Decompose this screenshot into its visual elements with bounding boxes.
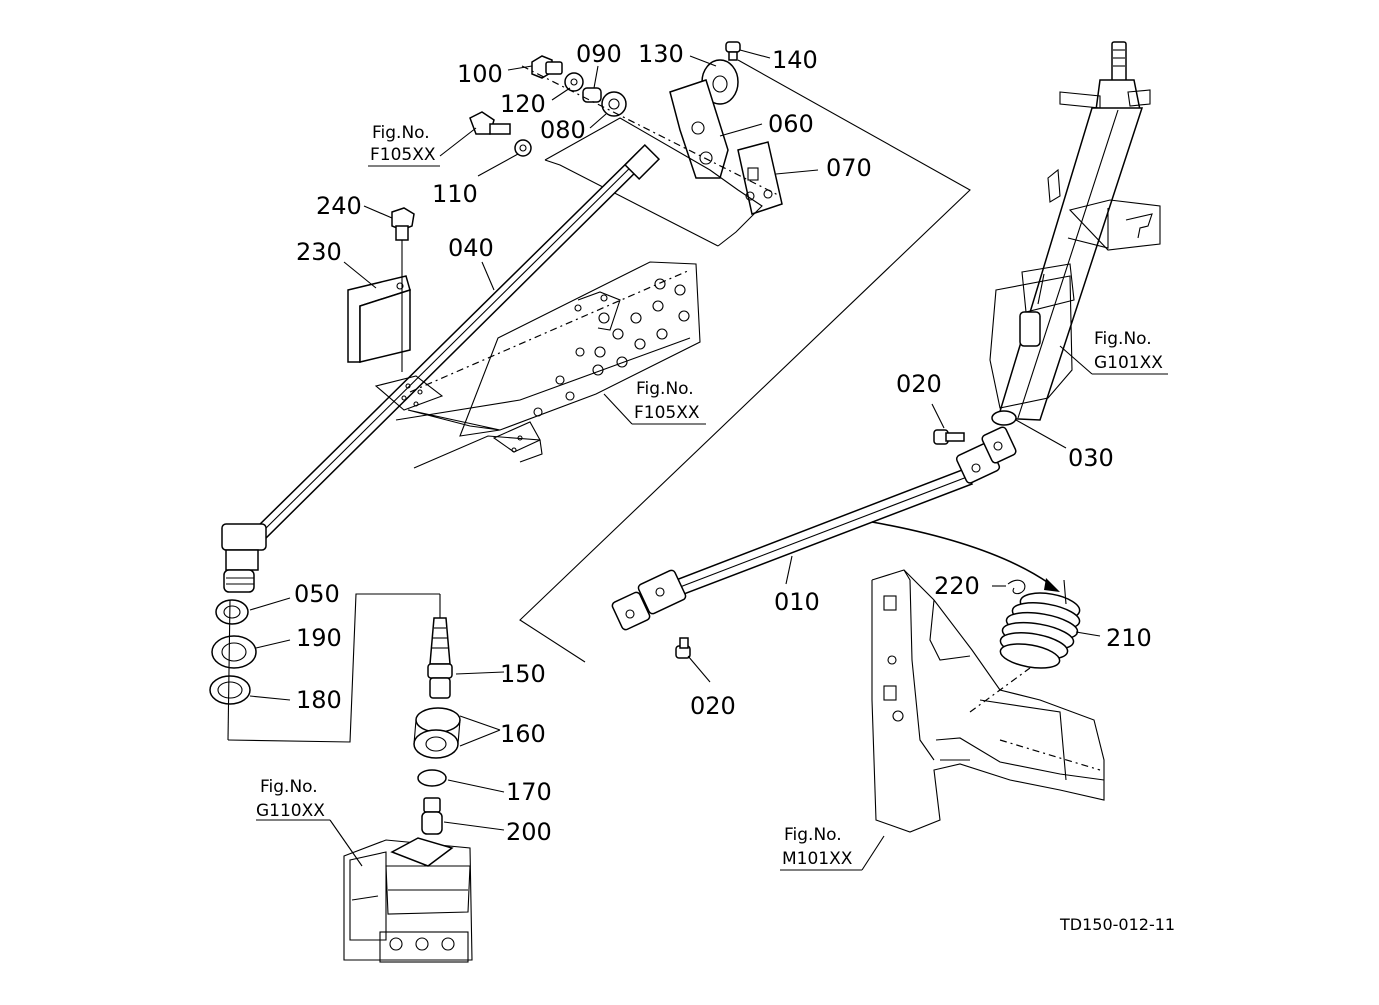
bolt-240-drawing <box>391 207 415 372</box>
bracket-230-drawing <box>347 275 411 363</box>
bolt-020-upper-drawing <box>933 429 965 445</box>
label-020-upper: 020 <box>896 370 942 398</box>
steering-column-drawing <box>989 41 1168 449</box>
label-130: 130 <box>638 40 684 68</box>
svg-text:Fig.No.: Fig.No. <box>636 379 694 399</box>
label-200: 200 <box>506 818 552 846</box>
seal-050-drawing <box>215 599 249 625</box>
fig-ref-f105-mid: Fig.No. F105XX <box>634 379 700 423</box>
universal-joint-far-drawing <box>611 569 687 631</box>
ring-190-drawing <box>211 635 257 669</box>
hardware-group-top <box>439 41 819 215</box>
svg-text:M101XX: M101XX <box>782 849 853 869</box>
svg-text:F105XX: F105XX <box>370 145 436 165</box>
label-120: 120 <box>500 90 546 118</box>
label-220: 220 <box>934 572 980 600</box>
universal-joint-upper-drawing <box>955 426 1017 484</box>
bracket-060-drawing <box>669 79 729 179</box>
label-020-lower: 020 <box>690 692 736 720</box>
washer-110-drawing <box>514 139 532 157</box>
label-010: 010 <box>774 588 820 616</box>
pin-200-drawing <box>421 797 443 835</box>
bearing-160-drawing <box>413 707 461 759</box>
svg-text:Fig.No.: Fig.No. <box>1094 329 1152 349</box>
screw-140-drawing <box>725 41 741 61</box>
fig-ref-f105-top: Fig.No. F105XX <box>368 123 440 167</box>
fig-ref-m101: Fig.No. M101XX <box>780 825 862 871</box>
label-160: 160 <box>500 720 546 748</box>
label-050: 050 <box>294 580 340 608</box>
fig-ref-g110: Fig.No. G110XX <box>256 777 325 821</box>
label-030: 030 <box>1068 444 1114 472</box>
ring-stack-drawing <box>209 597 291 741</box>
label-240: 240 <box>316 192 362 220</box>
circlip-170-drawing <box>417 769 447 787</box>
part-labels: 100 090 130 140 120 080 060 110 070 240 … <box>294 40 1152 846</box>
svg-text:G110XX: G110XX <box>256 801 325 821</box>
label-190: 190 <box>296 624 342 652</box>
collar-090-drawing <box>582 87 602 103</box>
flange-130-drawing <box>701 59 739 105</box>
fender-m101-drawing <box>861 569 1105 871</box>
label-100: 100 <box>457 60 503 88</box>
fig-ref-g101: Fig.No. G101XX <box>1094 329 1163 373</box>
label-210: 210 <box>1106 624 1152 652</box>
svg-text:Fig.No.: Fig.No. <box>372 123 430 143</box>
label-230: 230 <box>296 238 342 266</box>
shaft-010-drawing <box>611 403 1017 683</box>
svg-text:G101XX: G101XX <box>1094 353 1163 373</box>
label-040: 040 <box>448 234 494 262</box>
boot-210-drawing <box>999 579 1101 669</box>
washer-030-drawing <box>991 410 1017 426</box>
svg-text:Fig.No.: Fig.No. <box>784 825 842 845</box>
svg-text:F105XX: F105XX <box>634 403 700 423</box>
frame-f105-drawing <box>374 261 706 469</box>
shaft-150-stack-drawing <box>413 594 505 835</box>
assembly-outline <box>519 59 971 663</box>
label-180: 180 <box>296 686 342 714</box>
label-080: 080 <box>540 116 586 144</box>
label-170: 170 <box>506 778 552 806</box>
washer-120-drawing <box>564 72 584 92</box>
ring-180-drawing <box>209 675 251 705</box>
svg-text:Fig.No.: Fig.No. <box>260 777 318 797</box>
valve-block-g110-drawing <box>343 837 473 963</box>
label-110: 110 <box>432 180 478 208</box>
ring-stack-bracket <box>227 593 440 743</box>
shaft-040-drawing <box>221 143 661 593</box>
bolt-020-lower-drawing <box>675 637 691 659</box>
label-060: 060 <box>768 110 814 138</box>
bolt-100-drawing <box>531 55 563 79</box>
label-150: 150 <box>500 660 546 688</box>
reference-code: TD150-012-11 <box>1059 915 1175 934</box>
boot-arrow-drawing <box>871 521 1060 592</box>
label-140: 140 <box>772 46 818 74</box>
universal-joint-lower-drawing <box>221 523 267 593</box>
clip-220-drawing <box>992 579 1026 595</box>
figure-references: Fig.No. F105XX Fig.No. F105XX Fig.No. G1… <box>256 123 1163 871</box>
label-070: 070 <box>826 154 872 182</box>
label-090: 090 <box>576 40 622 68</box>
